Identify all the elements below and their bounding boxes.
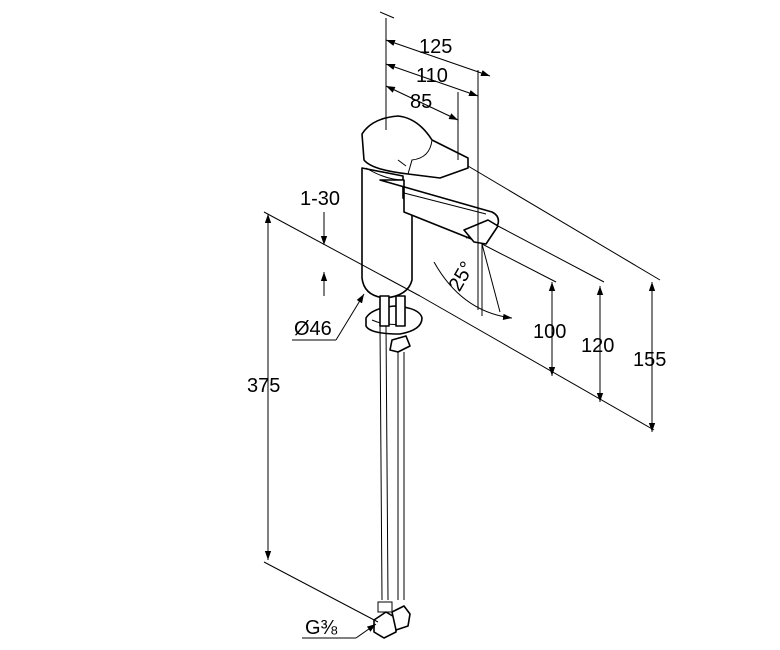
dim-120-label: 120 xyxy=(581,335,614,357)
dim-110-label: 110 xyxy=(416,65,448,87)
dim-375 xyxy=(263,211,421,623)
thread-label: G⅜ xyxy=(305,617,338,639)
dim-85-label: 85 xyxy=(410,91,432,113)
faucet-body xyxy=(361,115,500,353)
dim-375-label: 375 xyxy=(247,375,280,397)
dim-angle xyxy=(433,243,513,321)
faucet-spout xyxy=(379,179,500,243)
dim-diameter xyxy=(292,293,365,341)
diameter-label: Ø46 xyxy=(294,318,332,340)
supply-hoses xyxy=(373,325,411,639)
dim-100-label: 100 xyxy=(533,321,566,343)
top-dimensions xyxy=(379,11,491,310)
lever-handle xyxy=(361,115,469,179)
dim-125-label: 125 xyxy=(419,36,452,58)
angle-label: 25° xyxy=(445,258,479,295)
hose-nut xyxy=(389,335,411,353)
dim-thread xyxy=(302,623,377,639)
dim-1-30-label: 1-30 xyxy=(300,188,340,210)
base-plate xyxy=(365,305,423,335)
dim-155-label: 155 xyxy=(633,349,666,371)
hose-end-right xyxy=(391,605,411,631)
spout-outlet xyxy=(463,219,499,245)
right-dimensions xyxy=(419,165,661,432)
